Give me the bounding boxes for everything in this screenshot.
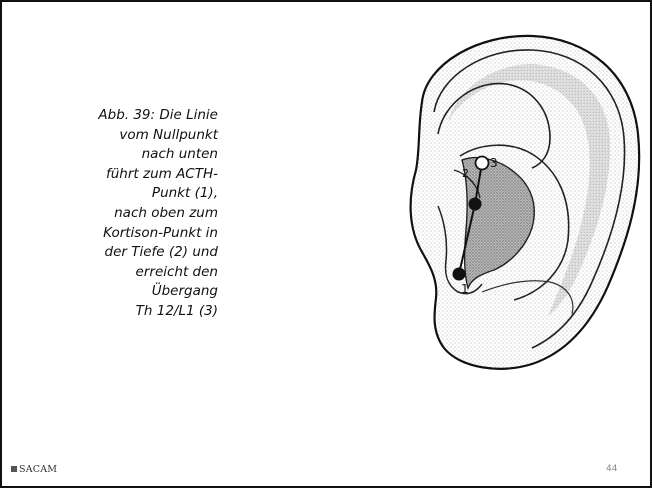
caption-line: Abb. 39: Die Linie (54, 106, 218, 126)
caption-line: der Tiefe (2) und (54, 243, 218, 263)
acth-point (453, 268, 466, 281)
caption-line: führt zum ACTH- (54, 165, 218, 185)
caption-line: Kortison-Punkt in (54, 224, 218, 244)
point-label-2: 2 (462, 167, 469, 180)
zero-point (469, 198, 482, 211)
ear-illustration: 1 2 3 (382, 30, 652, 380)
caption-line: nach oben zum (54, 204, 218, 224)
caption-line: nach unten (54, 145, 218, 165)
figure-caption: Abb. 39: Die Linie vom Nullpunkt nach un… (54, 106, 218, 322)
caption-line: Th 12/L1 (3) (54, 302, 218, 322)
logo-text: SACAM (19, 464, 57, 475)
caption-line: vom Nullpunkt (54, 126, 218, 146)
logo-mark-icon (11, 466, 17, 472)
point-label-3: 3 (490, 156, 498, 170)
caption-line: Punkt (1), (54, 184, 218, 204)
page-number: 44 (606, 464, 617, 474)
transition-point (476, 157, 489, 170)
sacam-logo: SACAM (11, 464, 57, 475)
caption-line: Übergang (54, 282, 218, 302)
point-label-1: 1 (461, 282, 469, 296)
caption-line: erreicht den (54, 263, 218, 283)
